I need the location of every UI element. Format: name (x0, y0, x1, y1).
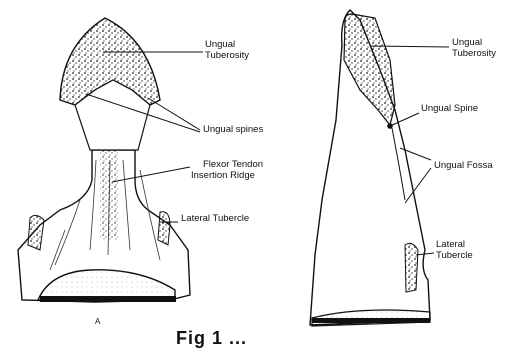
panel-letter-a: A (95, 317, 100, 326)
label-b-ungual-fossa: Ungual Fossa (434, 161, 493, 171)
label-b-ungual-spine: Ungual Spine (421, 104, 478, 114)
label-b-lateral-tubercle-line1: Lateral (436, 240, 465, 250)
label-a-lateral-tubercle: Lateral Tubercle (181, 214, 249, 224)
label-a-flexor-line2: Insertion Ridge (191, 171, 255, 181)
label-a-ungual-spines: Ungual spines (203, 125, 263, 135)
panel-b-bone (310, 10, 430, 326)
panel-a-bone (18, 18, 190, 302)
figure-caption: Fig 1 ... (176, 328, 247, 349)
label-b-ungual-tuberosity-line1: Ungual (452, 38, 482, 48)
label-b-lateral-tubercle-line2: Tubercle (436, 251, 473, 261)
label-a-ungual-tuberosity-line1: Ungual (205, 40, 235, 50)
label-a-flexor-line1: Flexor Tendon (203, 160, 263, 170)
label-a-ungual-tuberosity-line2: Tuberosity (205, 51, 249, 61)
label-b-ungual-tuberosity-line2: Tuberosity (452, 49, 496, 59)
panel-letter-b: B (366, 317, 371, 326)
